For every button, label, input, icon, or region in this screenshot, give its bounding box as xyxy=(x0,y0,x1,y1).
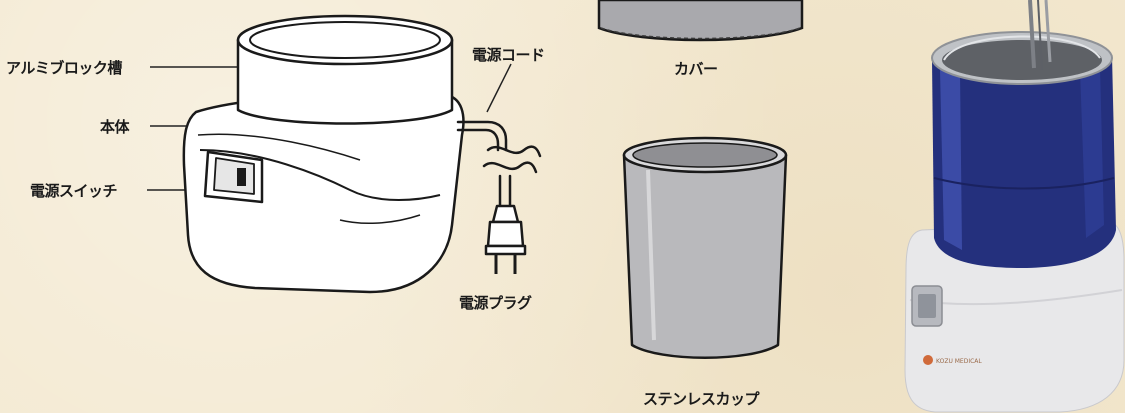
label-stainless-cup: ステンレスカップ xyxy=(643,390,760,408)
power-plug-drawing xyxy=(484,204,527,274)
label-power-cord: 電源コード xyxy=(472,46,545,64)
device-body-drawing xyxy=(182,14,465,294)
product-photo: KOZU MEDICAL xyxy=(904,0,1125,413)
label-main-body: 本体 xyxy=(100,118,130,136)
label-power-switch: 電源スイッチ xyxy=(30,182,118,200)
brand-text: KOZU MEDICAL xyxy=(936,358,982,365)
power-cord-drawing xyxy=(456,120,542,208)
cover-drawing xyxy=(597,0,804,42)
label-power-plug: 電源プラグ xyxy=(459,294,532,312)
stainless-cup-drawing xyxy=(622,136,788,359)
label-aluminum-block-tank: アルミブロック槽 xyxy=(6,59,122,77)
label-cover: カバー xyxy=(674,60,718,78)
